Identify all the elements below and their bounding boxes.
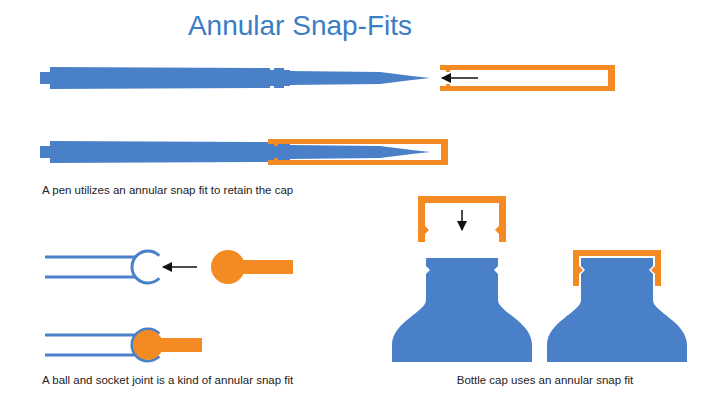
socket [45,251,159,283]
caption: Bottle cap uses an annular snap fit [457,374,633,386]
insert-arrow [461,210,463,230]
ball [211,250,293,284]
diagram-title: Annular Snap-Fits [188,10,412,42]
pen-cap [440,65,615,91]
caption-holder: Bottle cap uses an annular snap fit [457,374,633,386]
pen-body [40,67,430,89]
title-holder: Annular Snap-Fits [0,10,600,42]
pen-cap [268,139,448,165]
bottle [392,258,532,362]
bottle-cap [418,196,506,242]
ball [133,330,202,360]
caption-holder: A ball and socket joint is a kind of ann… [42,374,293,386]
caption-holder: A pen utilizes an annular snap fit to re… [42,184,293,196]
insert-arrow [442,77,478,79]
pen-body [40,141,430,163]
caption: A pen utilizes an annular snap fit to re… [42,184,293,196]
insert-arrow [163,266,197,268]
bottle [547,258,687,362]
bottle-cap [573,250,661,286]
caption: A ball and socket joint is a kind of ann… [42,374,293,386]
